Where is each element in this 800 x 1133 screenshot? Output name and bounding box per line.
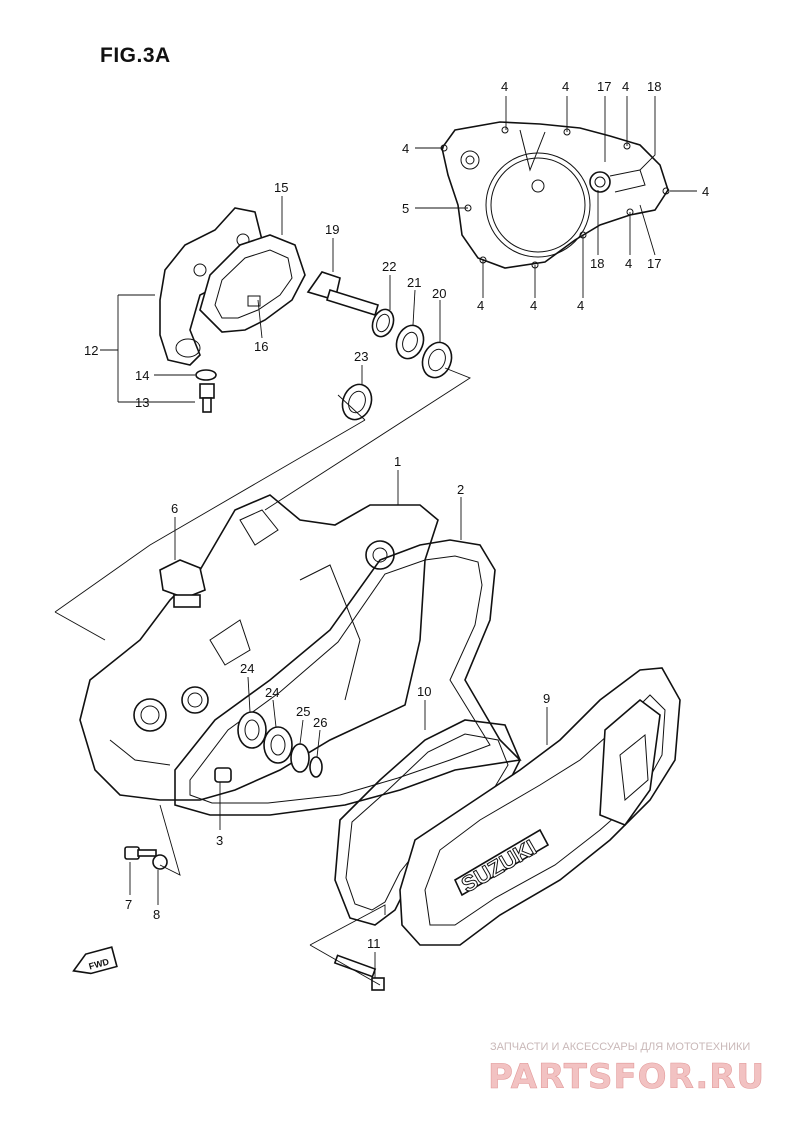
oil-seal-lower-part [341,383,373,421]
watermark-caption: ЗАПЧАСТИ И АКСЕССУАРЫ ДЛЯ МОТОТЕХНИКИ [490,1041,750,1053]
watermark-logo: PARTSFOR.RU [488,1057,765,1097]
callout-7: 7 [125,897,132,912]
dowel-pin-part [214,767,232,783]
callout-9: 9 [543,691,550,706]
callout-10: 10 [417,684,431,699]
callout-24: 24 [240,661,254,676]
watermark: ЗАПЧАСТИ И АКСЕССУАРЫ ДЛЯ МОТОТЕХНИКИ PA… [488,1041,765,1097]
crankcase-cover-part [79,494,439,801]
callout-4: 4 [577,298,584,313]
callout-11: 11 [367,936,381,951]
leader-lines [129,96,697,978]
cover-gasket-part [174,539,522,816]
callout-2: 2 [457,482,464,497]
oil-seal-part [395,324,425,360]
callout-17: 17 [647,256,661,271]
circlip-ring-part [371,308,395,338]
callout-4: 4 [477,298,484,313]
snap-ring-part [290,743,323,778]
callout-4: 4 [622,79,629,94]
callout-17: 17 [597,79,611,94]
assembly-lines [54,294,471,986]
callout-15: 15 [274,180,288,195]
callout-4: 4 [562,79,569,94]
callout-5: 5 [402,201,409,216]
forward-direction-badge: FWD [72,946,118,975]
callout-3: 3 [216,833,223,848]
impeller-shaft-part [247,271,379,317]
callout-4: 4 [625,256,632,271]
figure-title: FIG.3A [100,44,171,67]
callout-19: 19 [325,222,339,237]
callout-21: 21 [407,275,421,290]
callout-labels: 4 4 17 4 18 4 5 4 18 4 17 4 4 4 15 19 22… [84,79,709,951]
callout-1: 1 [394,454,401,469]
callout-4: 4 [402,141,409,156]
water-pump-gasket-part [199,234,306,333]
callout-13: 13 [135,395,149,410]
oil-filler-cap-part [159,559,206,608]
callout-6: 6 [171,501,178,516]
callout-16: 16 [254,339,268,354]
clutch-cover-part [440,121,670,269]
mechanical-seal-part [421,341,453,379]
callout-8: 8 [153,907,160,922]
drain-bolt-part [195,369,217,413]
callout-20: 20 [432,286,446,301]
callout-14: 14 [135,368,149,383]
callout-26: 26 [313,715,327,730]
bearing-part [237,711,293,764]
callout-18: 18 [590,256,604,271]
hex-bolt-part [124,846,385,991]
callout-4: 4 [702,184,709,199]
callout-25: 25 [296,704,310,719]
callout-24: 24 [265,685,279,700]
magneto-cover-part: SUZUKI [399,667,681,946]
callout-22: 22 [382,259,396,274]
callout-4: 4 [501,79,508,94]
callout-4: 4 [530,298,537,313]
callout-12: 12 [84,343,98,358]
callout-23: 23 [354,349,368,364]
callout-18: 18 [647,79,661,94]
